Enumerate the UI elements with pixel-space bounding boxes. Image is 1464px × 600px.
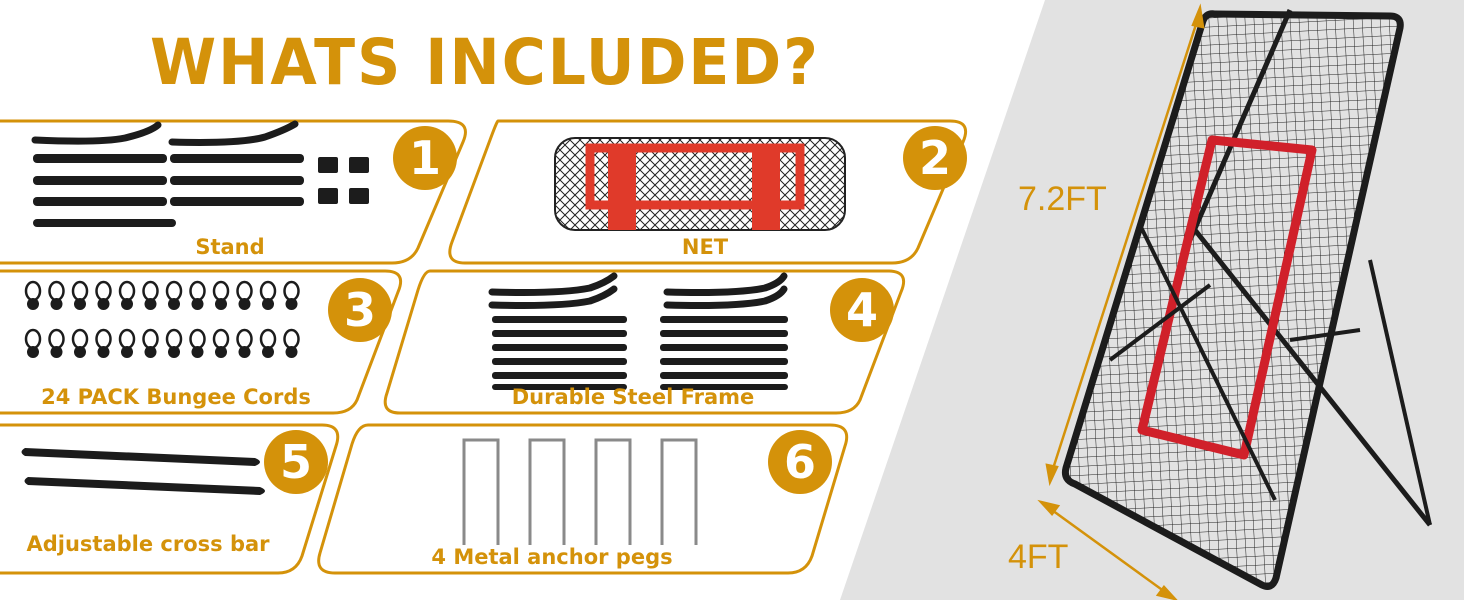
bungee-cord-ball bbox=[168, 346, 180, 358]
bungee-cord-ball bbox=[74, 346, 86, 358]
rebounder-net-image bbox=[1061, 9, 1432, 590]
bungee-cord-ball bbox=[50, 346, 63, 358]
bungee-cord-loop bbox=[212, 280, 230, 302]
bungee-cord-loop bbox=[259, 280, 277, 302]
item-label-cross-bar: Adjustable cross bar bbox=[26, 532, 270, 556]
bungee-cord-loop bbox=[189, 280, 206, 302]
bungee-cord-loop bbox=[283, 328, 300, 350]
cross-bars-image bbox=[21, 448, 265, 495]
bungee-cord-loop bbox=[165, 328, 183, 350]
item-number-1: 1 bbox=[393, 126, 457, 190]
item-label-stand: Stand bbox=[195, 235, 265, 259]
panel-6-frame bbox=[317, 423, 849, 575]
bungee-cord-ball bbox=[97, 346, 110, 358]
bungee-cord-loop bbox=[48, 328, 65, 350]
bungee-cord-loop bbox=[71, 280, 89, 302]
panel-1-frame bbox=[0, 119, 467, 265]
item-number-5: 5 bbox=[264, 430, 328, 494]
panel-3-frame bbox=[0, 269, 403, 415]
bungee-cord-ball bbox=[144, 346, 157, 358]
bungee-cord-loop bbox=[259, 328, 277, 350]
bungee-cord-loop bbox=[95, 280, 112, 302]
bungee-cord-ball bbox=[97, 298, 110, 310]
bungee-cord-ball bbox=[27, 346, 39, 358]
bungee-cord-loop bbox=[142, 328, 159, 350]
item-number-4: 4 bbox=[830, 278, 894, 342]
bungee-cord-loop bbox=[95, 328, 112, 350]
bungee-cord-loop bbox=[48, 280, 65, 302]
panel-5-frame bbox=[0, 423, 340, 575]
bungee-cord-loop bbox=[236, 280, 253, 302]
item-label-steel-frame: Durable Steel Frame bbox=[511, 385, 755, 409]
stand-parts-image bbox=[31, 120, 369, 227]
bungee-cord-loop bbox=[236, 328, 253, 350]
bungee-cord-loop bbox=[142, 280, 159, 302]
bungee-cord-loop bbox=[283, 280, 300, 302]
bungee-cord-ball bbox=[50, 298, 63, 310]
bungee-cord-ball bbox=[215, 346, 227, 358]
bungee-cord-ball bbox=[262, 346, 274, 358]
bungee-cord-ball bbox=[238, 346, 251, 358]
bungee-cord-loop bbox=[24, 280, 42, 302]
width-dimension: 4FT bbox=[1008, 538, 1069, 576]
bungee-cord-ball bbox=[191, 346, 204, 358]
bungee-cord-loop bbox=[118, 280, 136, 302]
page-title: WHATS INCLUDED? bbox=[150, 26, 820, 100]
panel-4-frame bbox=[383, 269, 906, 415]
bungee-cord-loop bbox=[189, 328, 206, 350]
item-number-2: 2 bbox=[903, 126, 967, 190]
bungee-cord-ball bbox=[262, 298, 274, 310]
bungee-cord-ball bbox=[191, 298, 204, 310]
bungee-cord-ball bbox=[285, 298, 298, 310]
height-dimension: 7.2FT bbox=[1018, 180, 1107, 218]
item-number-6: 6 bbox=[768, 430, 832, 494]
panel-2-frame bbox=[448, 119, 968, 265]
item-label-anchor-pegs: 4 Metal anchor pegs bbox=[431, 545, 673, 569]
bungee-cord-loop bbox=[165, 280, 183, 302]
bungee-cord-ball bbox=[285, 346, 298, 358]
bungee-cord-loop bbox=[212, 328, 230, 350]
bungee-cord-ball bbox=[27, 298, 39, 310]
bungee-cord-ball bbox=[74, 298, 86, 310]
bungee-cord-ball bbox=[121, 298, 133, 310]
bungee-cord-ball bbox=[215, 298, 227, 310]
bungee-cord-ball bbox=[238, 298, 251, 310]
bungee-cord-loop bbox=[71, 328, 89, 350]
bungee-cord-ball bbox=[168, 298, 180, 310]
steel-frame-image bbox=[488, 272, 788, 390]
item-label-bungee-cords: 24 PACK Bungee Cords bbox=[41, 385, 311, 409]
net-bag-image bbox=[554, 137, 846, 231]
anchor-pegs-image bbox=[462, 438, 698, 545]
bungee-cords-image bbox=[24, 280, 300, 358]
bungee-cord-ball bbox=[121, 346, 133, 358]
item-number-3: 3 bbox=[328, 278, 392, 342]
item-label-net: NET bbox=[681, 235, 729, 259]
bungee-cord-loop bbox=[118, 328, 136, 350]
bungee-cord-loop bbox=[24, 328, 42, 350]
bungee-cord-ball bbox=[144, 298, 157, 310]
dimension-lines bbox=[1037, 3, 1205, 600]
